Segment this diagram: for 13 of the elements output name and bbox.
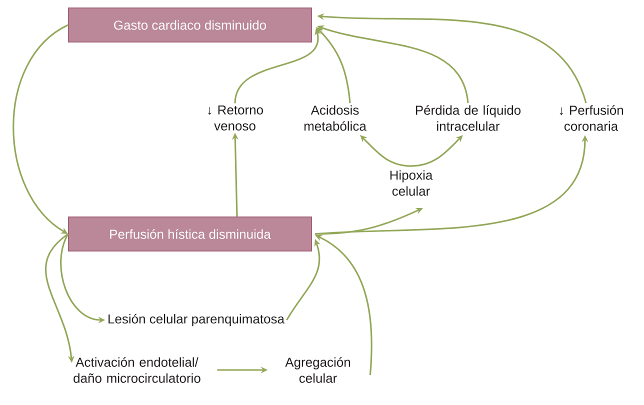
node-text: Acidosis metabólica xyxy=(304,105,366,131)
node-text: Agregación celular xyxy=(285,357,350,383)
process-box: Perfusión hística disminuida xyxy=(68,216,312,252)
node-text: Pérdida de líquido intracelular xyxy=(416,105,521,131)
node-text: ↓ Retorno venoso xyxy=(208,105,263,131)
process-box: Gasto cardiaco disminuido xyxy=(68,8,312,42)
node-text: ↓ Perfusión coronaria xyxy=(560,105,624,131)
node-text: Activación endotelial/ daño microcirculatorio xyxy=(74,357,200,383)
node-text: Hipoxia celular xyxy=(390,170,433,196)
arrow xyxy=(12,24,68,234)
arrow xyxy=(316,27,351,104)
arrow xyxy=(410,135,463,167)
node-text: Lesión celular parenquimatosa xyxy=(108,314,284,326)
